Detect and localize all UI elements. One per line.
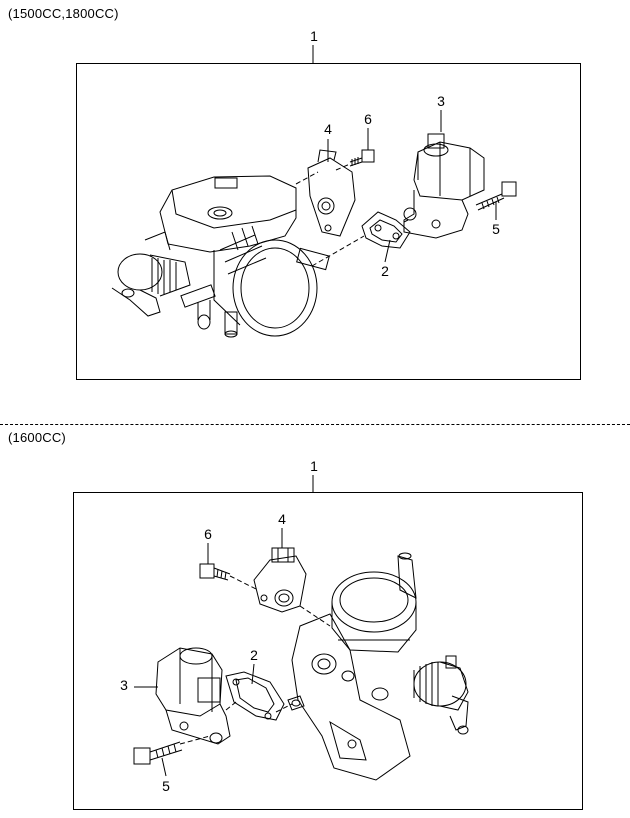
section-1-frame	[76, 63, 581, 380]
section-1-callout-2: 2	[381, 263, 389, 279]
s2-throttle-position-sensor	[253, 547, 307, 613]
s1-gasket	[361, 211, 411, 249]
s2-screw	[199, 563, 231, 581]
section-1-callout-6: 6	[364, 111, 372, 127]
section-1-assembly-number: 1	[310, 28, 318, 44]
s1-throttle-position-sensor	[307, 149, 356, 237]
s2-nipple	[287, 695, 305, 711]
s2-gasket	[225, 671, 285, 721]
section-divider	[0, 424, 630, 425]
section-2-callout-4: 4	[278, 511, 286, 527]
s1-leader-2	[384, 239, 391, 263]
s2-idle-actuator	[155, 647, 231, 745]
section-2-callout-6: 6	[204, 526, 212, 542]
section-2-caption: (1600CC)	[8, 430, 66, 445]
s1-assembly-lines	[295, 163, 409, 267]
s1-throttle-body	[111, 175, 330, 338]
section-2-frame	[73, 492, 583, 810]
section-1-caption: (1500CC,1800CC)	[8, 6, 119, 21]
section-2-callout-2: 2	[250, 647, 258, 663]
s1-idle-actuator	[403, 133, 485, 239]
s2-throttle-body	[291, 552, 469, 781]
section-2-assembly-number: 1	[310, 458, 318, 474]
s2-assembly-lines	[179, 575, 331, 745]
section-1-callout-4: 4	[324, 121, 332, 137]
s1-screw	[349, 149, 375, 167]
section-1-callout-3: 3	[437, 93, 445, 109]
section-2-callout-5: 5	[162, 778, 170, 794]
section-1-callout-5: 5	[492, 221, 500, 237]
s2-leader-5	[161, 757, 167, 777]
s1-bolt	[475, 181, 517, 211]
s2-bolt	[133, 741, 183, 765]
section-2-callout-3: 3	[120, 677, 128, 693]
